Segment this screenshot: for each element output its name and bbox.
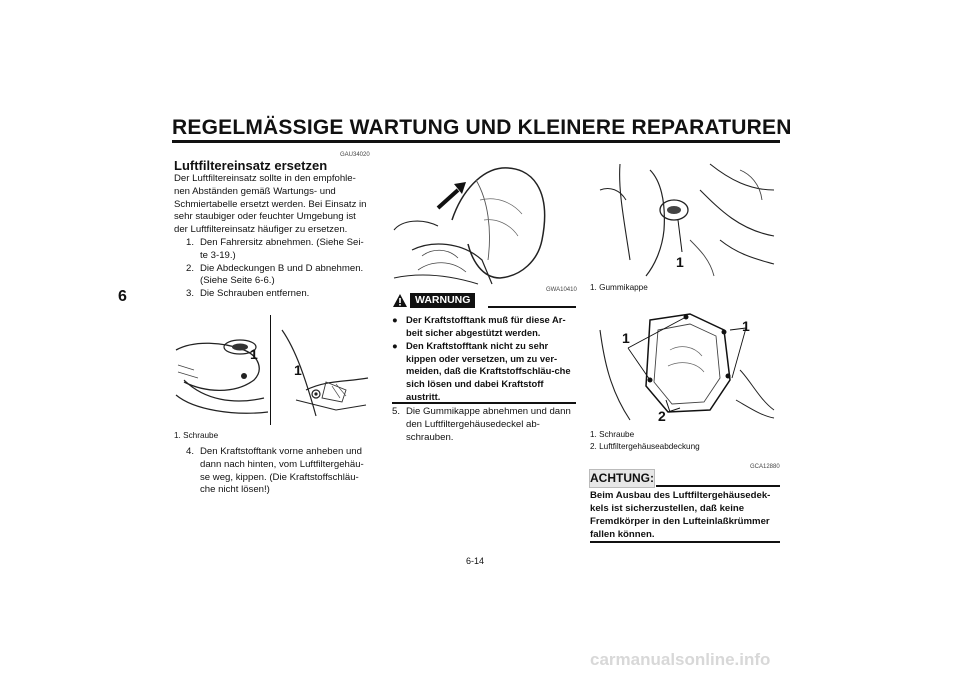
step-number: 5. <box>392 406 401 417</box>
step-text: Die Abdeckungen B und D abnehmen. (Siehe… <box>200 262 364 287</box>
figure-label: 2 <box>658 408 666 424</box>
section-heading: Luftfiltereinsatz ersetzen <box>174 158 328 173</box>
step-2: 2. Die Abdeckungen B und D abnehmen. (Sie… <box>186 263 370 289</box>
warning-item: ●Den Kraftstofftank nicht zu sehr kippen… <box>392 340 571 402</box>
step-text: Die Gummikappe abnehmen und dann den Luf… <box>406 406 571 443</box>
figure-label: 1 <box>676 254 684 270</box>
achtung-text: Beim Ausbau des Luftfiltergehäusedek-kel… <box>590 490 771 540</box>
watermark: carmanualsonline.info <box>590 650 771 669</box>
step-number: 4. <box>186 446 195 457</box>
page-number: 6-14 <box>466 556 485 566</box>
step-1: 1. Den Fahrersitz abnehmen. (Siehe Sei-te… <box>186 237 370 263</box>
bullet-icon: ● <box>392 314 398 325</box>
figure-screws-left <box>175 339 269 414</box>
figure-fuel-tank-tilt <box>393 167 546 285</box>
step-5: 5. Die Gummikappe abnehmen und dann den L… <box>392 406 576 444</box>
figure-label: 1 <box>250 346 258 362</box>
intro-paragraph: Der Luftfiltereinsatz sollte in den empf… <box>174 173 367 236</box>
figure-label: 1 <box>742 318 750 334</box>
step-text: Den Kraftstofftank vorne anheben und dan… <box>200 446 364 496</box>
title-rule <box>172 140 780 143</box>
figure-caption: 1. Schraube <box>174 431 219 440</box>
achtung-end-rule <box>590 541 780 543</box>
step-number: 3. <box>186 288 195 300</box>
bullet-icon: ● <box>392 340 398 352</box>
figure-divider <box>270 315 271 425</box>
figure-caption: 1. Schraube <box>590 430 635 439</box>
step-text: Die Schrauben entfernen. <box>200 288 310 300</box>
page-title: REGELMÄSSIGE WARTUNG UND KLEINERE REPARA… <box>172 116 792 139</box>
figure-caption: 2. Luftfiltergehäuseabdeckung <box>590 442 700 451</box>
step-3: 3. Die Schrauben entfernen. <box>186 288 370 301</box>
achtung-badge: ACHTUNG: <box>589 469 655 488</box>
figure-label: 1 <box>294 362 302 378</box>
step-text: Den Fahrersitz abnehmen. (Siehe Sei-te 3… <box>200 237 364 261</box>
warning-badge: WARNUNG <box>410 293 476 308</box>
step-4: 4. Den Kraftstofftank vorne anheben und d… <box>186 446 370 497</box>
figure-caption: 1. Gummikappe <box>590 283 648 292</box>
steps-list: 1. Den Fahrersitz abnehmen. (Siehe Sei-te… <box>186 237 370 301</box>
section-code: GAU34020 <box>340 152 370 158</box>
warning-item: ●Der Kraftstofftank muß für diese Ar-bei… <box>392 314 566 338</box>
figure-rubber-cap <box>599 163 775 277</box>
figure-screws-right <box>281 329 369 417</box>
chapter-tab: 6 <box>118 288 127 305</box>
warning-header: WARNUNG <box>392 293 576 309</box>
step-number: 2. <box>186 262 195 274</box>
figure-air-filter-cover <box>599 313 775 421</box>
figure-code: GWA10410 <box>546 287 577 293</box>
achtung-code: GCA12880 <box>750 464 780 470</box>
warning-rule <box>488 306 576 308</box>
achtung-rule <box>656 485 780 487</box>
step-number: 1. <box>186 237 195 248</box>
warning-triangle-icon <box>393 294 407 307</box>
warning-list: ●Der Kraftstofftank muß für diese Ar-bei… <box>392 314 576 403</box>
figure-label: 1 <box>622 330 630 346</box>
warning-end-rule <box>392 402 576 404</box>
